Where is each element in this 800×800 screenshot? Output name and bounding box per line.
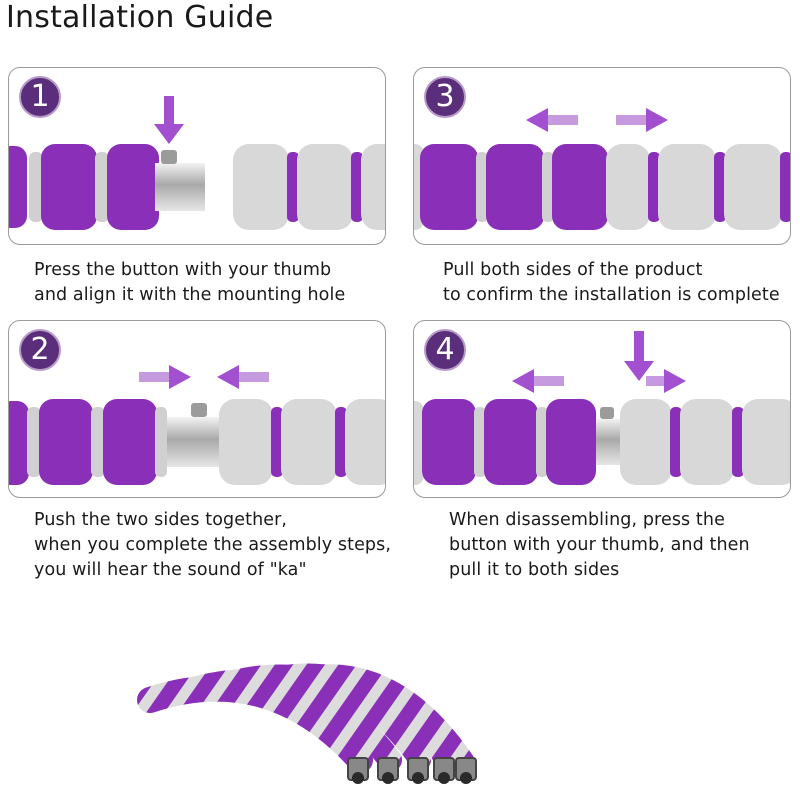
step-3-badge: 3 [424, 76, 466, 118]
caption-line: button with your thumb, and then [449, 535, 750, 555]
step-2-badge: 2 [19, 329, 61, 371]
step-4-illustration [414, 331, 790, 485]
step-4-caption: When disassembling, press the button wit… [449, 508, 750, 583]
page-title: Installation Guide [6, 0, 274, 35]
step-2-caption: Push the two sides together, when you co… [34, 508, 391, 583]
hoop-segments-image [137, 663, 477, 784]
step-1-badge: 1 [19, 76, 61, 118]
step-3-caption: Pull both sides of the product to confir… [443, 258, 780, 308]
caption-line: When disassembling, press the [449, 510, 725, 530]
step-1-panel: 1 [8, 67, 386, 245]
caption-line: Press the button with your thumb [34, 260, 332, 280]
caption-line: Push the two sides together, [34, 510, 288, 530]
caption-line: pull it to both sides [449, 560, 620, 580]
caption-line: to confirm the installation is complete [443, 285, 780, 305]
step-3-panel: 3 [413, 67, 791, 245]
step-4-badge: 4 [424, 329, 466, 371]
caption-line: when you complete the assembly steps, [34, 535, 392, 555]
step-4-panel: 4 [413, 320, 791, 498]
caption-line: Pull both sides of the product [443, 260, 703, 280]
caption-line: you will hear the sound of "ka" [34, 560, 307, 580]
step-1-caption: Press the button with your thumb and ali… [34, 258, 345, 308]
step-2-illustration [9, 365, 385, 485]
step-3-illustration [414, 108, 790, 230]
step-1-illustration [9, 96, 385, 230]
step-2-panel: 2 [8, 320, 386, 498]
caption-line: and align it with the mounting hole [34, 285, 346, 305]
